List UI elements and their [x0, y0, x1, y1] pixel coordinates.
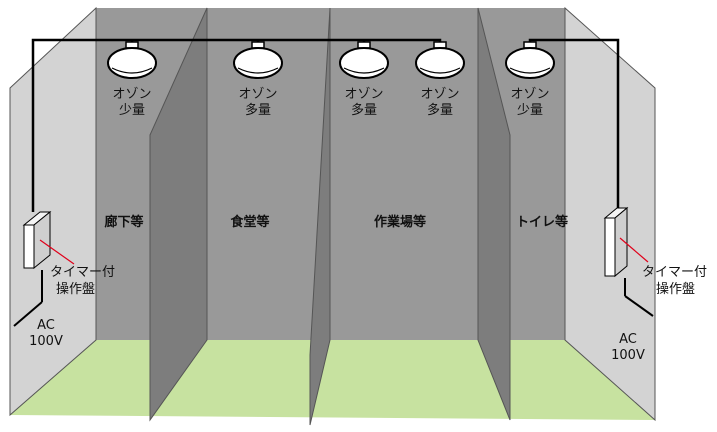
room-label-toilet: トイレ等: [516, 214, 568, 230]
left-panel-label-line2: 操作盤: [56, 281, 95, 297]
left-power-label-line1: AC: [37, 318, 55, 333]
ozone-unit-2: [233, 41, 283, 79]
partition-wall-1: [149, 7, 208, 422]
partition-wall-3: [477, 7, 511, 421]
right-power-label-line2: 100V: [611, 348, 645, 363]
left-power-cord-bend: [13, 301, 43, 327]
unit-2-label-line1: オゾン: [238, 87, 277, 102]
left-panel-leader: [39, 239, 75, 265]
unit-3-label-line1: オゾン: [344, 87, 383, 102]
room-label-workshop: 作業場等: [374, 214, 426, 230]
right-power-label-line1: AC: [619, 332, 637, 347]
right-control-panel: [603, 206, 629, 278]
ozone-unit-3: [339, 41, 389, 79]
right-panel-label-line1: タイマー付: [642, 265, 707, 280]
unit-5-label-line1: オゾン: [510, 87, 549, 102]
unit-5-label-line2: 少量: [517, 103, 543, 118]
partition-wall-2: [309, 7, 331, 426]
ozone-unit-1: [107, 41, 157, 79]
floor: [10, 340, 655, 420]
unit-4-label-line1: オゾン: [420, 87, 459, 102]
unit-3-label-line2: 多量: [351, 102, 377, 118]
room-label-cafeteria: 食堂等: [230, 214, 269, 230]
right-panel-leader: [619, 237, 649, 263]
left-control-panel: [22, 210, 52, 270]
unit-4-label-line2: 多量: [427, 102, 453, 118]
unit-2-label-line2: 多量: [245, 102, 271, 118]
right-panel-label-line2: 操作盤: [656, 281, 695, 297]
unit-1-label-line1: オゾン: [112, 87, 151, 102]
room-label-corridor: 廊下等: [104, 214, 143, 230]
left-side-wall: [9, 6, 97, 417]
left-panel-label-line1: タイマー付: [50, 265, 115, 280]
ozone-unit-5: [505, 41, 555, 79]
right-power-cord-bend: [624, 295, 654, 317]
unit-1-label-line2: 少量: [119, 103, 145, 118]
ozone-unit-4: [415, 41, 465, 79]
left-power-label-line2: 100V: [29, 334, 63, 349]
